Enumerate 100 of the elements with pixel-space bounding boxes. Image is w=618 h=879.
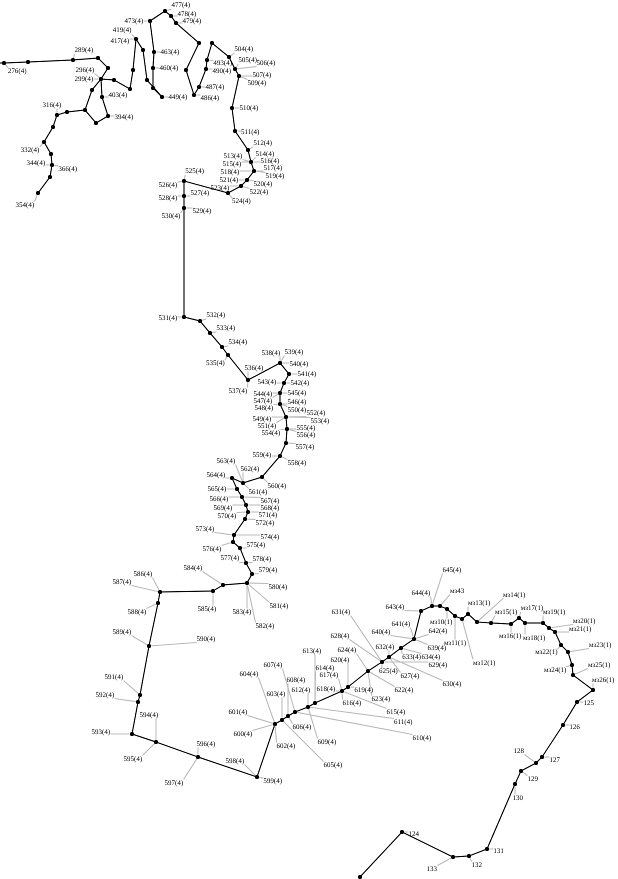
leader-line bbox=[244, 764, 256, 776]
traverse-line bbox=[154, 88, 162, 96]
traverse-line bbox=[280, 405, 286, 416]
leader-line bbox=[242, 186, 250, 190]
leader-line bbox=[454, 618, 456, 640]
dot-icon bbox=[226, 353, 230, 357]
leader-line bbox=[550, 624, 574, 628]
traverse-line bbox=[177, 24, 198, 42]
dot-icon bbox=[208, 331, 212, 335]
traverse-line bbox=[142, 52, 148, 78]
leader-line bbox=[252, 724, 274, 732]
traverse-line bbox=[158, 742, 196, 757]
dot-icon bbox=[540, 755, 544, 759]
dot-icon bbox=[517, 616, 521, 620]
traverse-line bbox=[422, 606, 431, 611]
dot-icon bbox=[182, 206, 186, 210]
leader-line bbox=[236, 512, 246, 514]
dot-icon bbox=[250, 572, 254, 576]
leader-line bbox=[347, 664, 349, 686]
leader-line bbox=[288, 428, 297, 432]
leader-line bbox=[235, 464, 243, 482]
dot-icon bbox=[282, 381, 286, 385]
dot-icon bbox=[233, 129, 237, 133]
dot-icon bbox=[255, 775, 259, 779]
dot-icon bbox=[174, 21, 178, 25]
leader-line bbox=[142, 742, 156, 756]
leader-line bbox=[402, 648, 422, 654]
dot-icon bbox=[249, 160, 253, 164]
leader-line bbox=[566, 665, 570, 668]
traverse-line bbox=[369, 662, 381, 670]
traverse-line bbox=[50, 166, 52, 176]
dot-icon bbox=[358, 875, 362, 879]
leader-line bbox=[574, 668, 588, 675]
dot-icon bbox=[467, 854, 471, 858]
dot-icon bbox=[197, 85, 201, 89]
dot-icon bbox=[438, 604, 442, 608]
dot-icon bbox=[230, 476, 234, 480]
leader-line bbox=[212, 331, 216, 334]
dot-icon bbox=[128, 87, 132, 91]
traverse-line bbox=[102, 69, 108, 78]
traverse-line bbox=[492, 622, 510, 624]
dot-icon bbox=[280, 718, 284, 722]
traverse-line bbox=[244, 477, 260, 483]
traverse-line bbox=[115, 80, 129, 89]
traverse-line bbox=[280, 364, 288, 373]
traverse-line bbox=[572, 666, 574, 674]
leader-line bbox=[240, 76, 248, 80]
traverse-line bbox=[148, 80, 162, 96]
leader-line bbox=[34, 194, 38, 202]
dot-icon bbox=[240, 495, 244, 499]
dot-icon bbox=[246, 378, 250, 382]
traverse-line bbox=[233, 478, 242, 483]
leader-line bbox=[258, 776, 264, 779]
leader-line bbox=[208, 60, 214, 62]
traverse-line bbox=[232, 78, 240, 106]
dot-icon bbox=[192, 93, 196, 97]
dot-icon bbox=[90, 88, 94, 92]
leader-line bbox=[240, 75, 252, 77]
dot-icon bbox=[285, 427, 289, 431]
dot-icon bbox=[387, 655, 391, 659]
leader-line bbox=[273, 404, 278, 406]
leader-line bbox=[564, 724, 570, 726]
dot-icon bbox=[293, 710, 297, 714]
dot-icon bbox=[246, 148, 250, 152]
leader-line bbox=[281, 698, 283, 718]
dot-icon bbox=[154, 740, 158, 744]
leader-line bbox=[228, 194, 232, 198]
leader-line bbox=[246, 518, 256, 520]
dot-icon bbox=[237, 74, 241, 78]
dot-icon bbox=[245, 581, 249, 585]
leader-line bbox=[404, 610, 420, 612]
traverse-line bbox=[58, 112, 66, 115]
dot-icon bbox=[513, 782, 517, 786]
dot-icon bbox=[182, 194, 186, 198]
dot-icon bbox=[96, 56, 100, 60]
traverse-line bbox=[240, 549, 246, 562]
dot-icon bbox=[55, 113, 59, 117]
leader-line bbox=[281, 456, 288, 460]
dot-icon bbox=[278, 391, 282, 395]
traverse-line bbox=[183, 182, 185, 194]
dot-icon bbox=[231, 540, 235, 544]
traverse-line bbox=[563, 703, 577, 724]
leader-line bbox=[214, 532, 232, 536]
traverse-line bbox=[316, 691, 341, 703]
dot-icon bbox=[245, 178, 249, 182]
traverse-line bbox=[515, 772, 521, 783]
dot-icon bbox=[523, 621, 527, 625]
traverse-line bbox=[568, 654, 572, 664]
dot-icon bbox=[559, 643, 563, 647]
leader-line bbox=[491, 615, 496, 622]
leader-line bbox=[368, 672, 372, 696]
traverse-line bbox=[158, 594, 160, 602]
dot-icon bbox=[566, 650, 570, 654]
traverse-line bbox=[6, 62, 26, 64]
dot-icon bbox=[485, 847, 489, 851]
dot-icon bbox=[244, 561, 248, 565]
leader-line bbox=[272, 455, 278, 457]
leader-line bbox=[184, 174, 186, 180]
dot-icon bbox=[138, 693, 142, 697]
dot-icon bbox=[151, 86, 155, 90]
